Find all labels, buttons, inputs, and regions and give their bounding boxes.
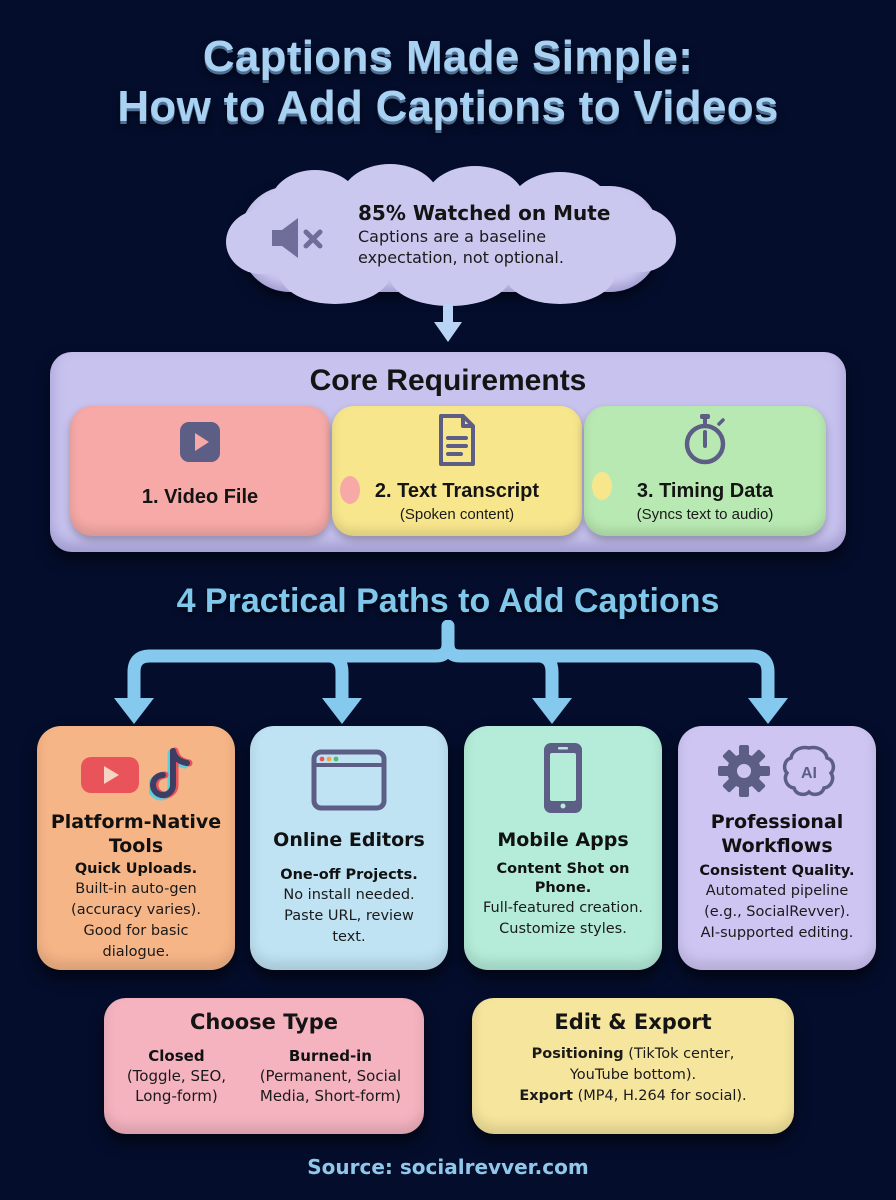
callout-line-2: expectation, not optional. (358, 248, 564, 267)
column-line: Long-form) (135, 1087, 218, 1105)
title-line-1: Captions Made Simple: (202, 32, 694, 81)
puzzle-connector (340, 476, 360, 504)
tiktok-icon (149, 747, 193, 801)
export-line: Export (MP4, H.264 for social). (472, 1086, 794, 1107)
path-card-mobile-apps: Mobile Apps Content Shot on Phone. Full-… (464, 726, 662, 970)
path-card-professional-workflows: AI Professional Workflows Consistent Qua… (678, 726, 876, 970)
source-credit: Source: socialrevver.com (307, 1155, 589, 1179)
ai-brain-icon: AI (782, 745, 836, 797)
card-body-line: No install needed. (283, 887, 415, 903)
callout-heading: 85% Watched on Mute (358, 201, 611, 225)
branching-arrows (114, 620, 788, 724)
card-title: Platform-Native (50, 811, 222, 833)
caption-type-closed: Closed (Toggle, SEO, Long-form) (127, 1046, 226, 1106)
requirement-timing-data: 3. Timing Data (Syncs text to audio) (584, 406, 826, 536)
column-heading: Closed (148, 1047, 205, 1065)
card-body-line: Automated pipeline (705, 883, 849, 899)
card-body-line: AI-supported editing. (700, 925, 854, 941)
export-label: Export (519, 1088, 573, 1104)
page-title: Captions Made Simple: How to Add Caption… (0, 32, 896, 132)
requirement-sub: (Spoken content) (399, 506, 515, 523)
requirement-label: 2. Text Transcript (374, 480, 540, 502)
card-tagline: Quick Uploads. (74, 861, 198, 877)
puzzle-connector (592, 472, 612, 500)
video-play-icon (180, 422, 220, 462)
youtube-icon (81, 757, 139, 793)
card-body-line: (e.g., SocialRevver). (704, 904, 850, 920)
mute-stat-callout: 85% Watched on Mute Captions are a basel… (226, 164, 676, 306)
column-line: Media, Short-form) (259, 1087, 401, 1105)
path-card-platform-native: Platform-Native Tools Quick Uploads. Bui… (37, 726, 235, 970)
column-line: (Permanent, Social (259, 1067, 402, 1085)
card-body-line: Good for basic (83, 923, 189, 939)
export-text: (MP4, H.264 for social). (573, 1088, 747, 1104)
positioning-line: Positioning (TikTok center, (472, 1044, 794, 1065)
column-line: (Toggle, SEO, (126, 1067, 227, 1085)
card-tagline: Content Shot on Phone. (496, 861, 630, 896)
positioning-text: (TikTok center, (623, 1046, 735, 1062)
choose-type-panel: Choose Type Closed (Toggle, SEO, Long-fo… (104, 998, 424, 1134)
card-body-line: Paste URL, review (284, 908, 414, 924)
requirement-label: 3. Timing Data (636, 480, 774, 502)
card-body-line: Full-featured creation. (483, 900, 643, 916)
core-requirements-title: Core Requirements (309, 364, 587, 397)
requirement-label: 1. Video File (141, 486, 259, 508)
edit-export-panel: Edit & Export Positioning (TikTok center… (472, 998, 794, 1134)
paths-title: 4 Practical Paths to Add Captions (176, 582, 720, 620)
requirement-video-file: 1. Video File (70, 406, 330, 536)
browser-window-icon (311, 749, 387, 811)
card-title: Mobile Apps (497, 829, 629, 851)
core-requirements-panel: Core Requirements 1. Video File 2. Text … (50, 352, 846, 552)
positioning-label: Positioning (531, 1046, 624, 1062)
card-title: Professional (710, 811, 844, 833)
svg-text:AI: AI (801, 765, 817, 782)
card-tagline: One-off Projects. (280, 867, 418, 883)
smartphone-icon (544, 743, 582, 813)
title-line-2: How to Add Captions to Videos (117, 82, 779, 131)
card-tagline: Consistent Quality. (699, 863, 855, 879)
requirement-text-transcript: 2. Text Transcript (Spoken content) (332, 406, 582, 536)
path-card-online-editors: Online Editors One-off Projects. No inst… (250, 726, 448, 970)
card-title: Online Editors (273, 829, 425, 851)
card-body-line: dialogue. (102, 944, 170, 960)
edit-export-title: Edit & Export (554, 1010, 712, 1034)
card-body-line: Customize styles. (499, 921, 627, 937)
gear-icon (718, 745, 770, 797)
arrow-down-icon (434, 304, 462, 342)
callout-line-1: Captions are a baseline (358, 227, 547, 246)
column-heading: Burned-in (288, 1047, 372, 1065)
choose-type-title: Choose Type (189, 1010, 339, 1034)
card-title-line-2: Workflows (721, 835, 833, 857)
stopwatch-icon (684, 414, 726, 465)
card-body-line: (accuracy varies). (71, 902, 201, 918)
card-body-line: text. (332, 929, 366, 945)
card-title-line-2: Tools (108, 835, 164, 857)
requirement-sub: (Syncs text to audio) (636, 506, 774, 523)
positioning-line-2: YouTube bottom). (569, 1067, 697, 1083)
card-body-line: Built-in auto-gen (75, 881, 197, 897)
speaker-muted-icon (272, 218, 323, 258)
caption-type-burned-in: Burned-in (Permanent, Social Media, Shor… (260, 1046, 401, 1106)
document-icon (439, 414, 475, 466)
